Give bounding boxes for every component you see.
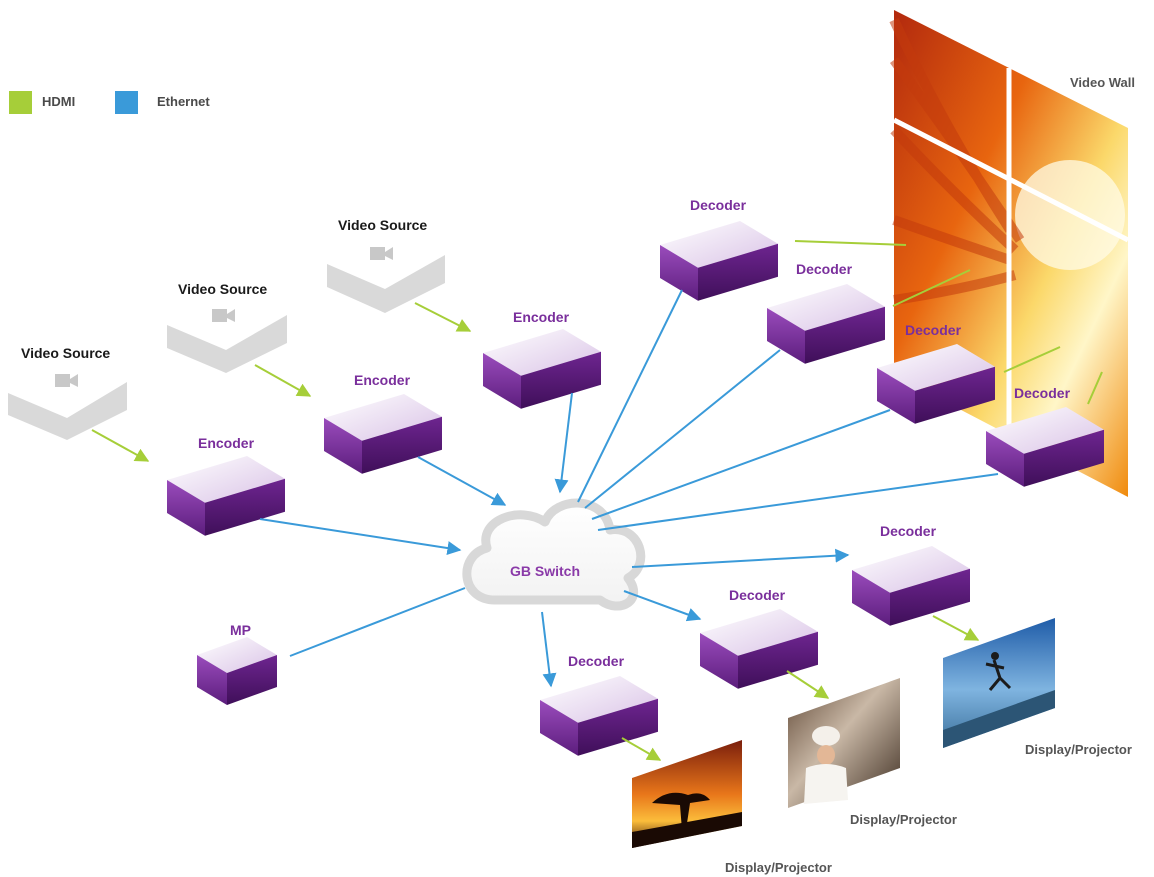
eth-link-wall-3 (591, 409, 891, 520)
eth-link-display-1 (631, 548, 850, 568)
eth-link-wall-4 (597, 473, 999, 531)
encoder-label-2: Encoder (354, 372, 411, 388)
display-decoder-label-2: Decoder (729, 587, 786, 603)
connectors (91, 240, 1103, 761)
wall-decoder-label-2: Decoder (796, 261, 853, 277)
eth-link-encoder-2 (417, 456, 507, 506)
eth-link-mp (289, 587, 466, 657)
eth-link-wall-2 (584, 349, 781, 509)
display-label-1: Display/Projector (1025, 742, 1132, 757)
hdmi-link-source-2 (254, 364, 312, 397)
encoder-box-3 (483, 329, 601, 409)
wall-decoder-label-1: Decoder (690, 197, 747, 213)
wall-decoder-label-4: Decoder (1014, 385, 1071, 401)
encoder-box-1 (167, 456, 285, 536)
display-screen-sunset (632, 740, 742, 848)
hdmi-link-wall-4 (1087, 371, 1103, 405)
display-label-2: Display/Projector (850, 812, 957, 827)
gb-switch-cloud (462, 498, 646, 611)
hdmi-link-wall-2 (892, 269, 971, 307)
display-screen-skater (943, 618, 1055, 748)
eth-link-encoder-1 (259, 518, 462, 555)
legend-ethernet-label: Ethernet (157, 94, 210, 109)
mp-box (197, 637, 277, 705)
video-source-label-2: Video Source (178, 281, 268, 297)
gb-switch-label: GB Switch (510, 563, 581, 579)
encoder-box-2 (324, 394, 442, 474)
wall-decoder-box-3 (877, 344, 995, 424)
encoder-label-3: Encoder (513, 309, 570, 325)
eth-link-wall-1 (577, 289, 683, 503)
display-decoder-label-1: Decoder (880, 523, 937, 539)
hdmi-link-source-3 (414, 302, 472, 332)
wall-decoder-box-2 (767, 284, 885, 364)
wall-decoder-label-3: Decoder (905, 322, 962, 338)
eth-link-display-3 (541, 611, 557, 688)
video-source-1 (8, 374, 127, 440)
legend-ethernet-swatch (115, 91, 138, 114)
display-decoder-box-1 (852, 546, 970, 626)
display-decoder-box-3 (540, 676, 658, 756)
legend-hdmi-label: HDMI (42, 94, 76, 109)
video-source-label-1: Video Source (21, 345, 111, 361)
wall-decoder-box-1 (660, 221, 778, 301)
hdmi-link-wall-3 (1003, 346, 1061, 373)
display-decoder-label-3: Decoder (568, 653, 625, 669)
encoder-label-1: Encoder (198, 435, 255, 451)
legend-hdmi-swatch (9, 91, 32, 114)
video-source-2 (167, 309, 287, 373)
eth-link-display-2 (623, 590, 702, 622)
video-source-3 (327, 247, 445, 313)
hdmi-link-display-1 (932, 615, 980, 641)
video-source-label-3: Video Source (338, 217, 428, 233)
display-decoder-box-2 (700, 609, 818, 689)
display-screen-chef (788, 678, 900, 808)
eth-link-encoder-3 (554, 392, 573, 494)
hdmi-link-display-3 (621, 737, 662, 761)
wall-decoder-box-4 (986, 407, 1104, 487)
hdmi-link-wall-1 (794, 240, 907, 246)
hdmi-link-source-1 (91, 429, 150, 462)
video-wall-label: Video Wall (1070, 75, 1136, 90)
mp-label: MP (230, 622, 251, 638)
display-label-3: Display/Projector (725, 860, 832, 875)
hdmi-link-display-2 (786, 670, 830, 699)
